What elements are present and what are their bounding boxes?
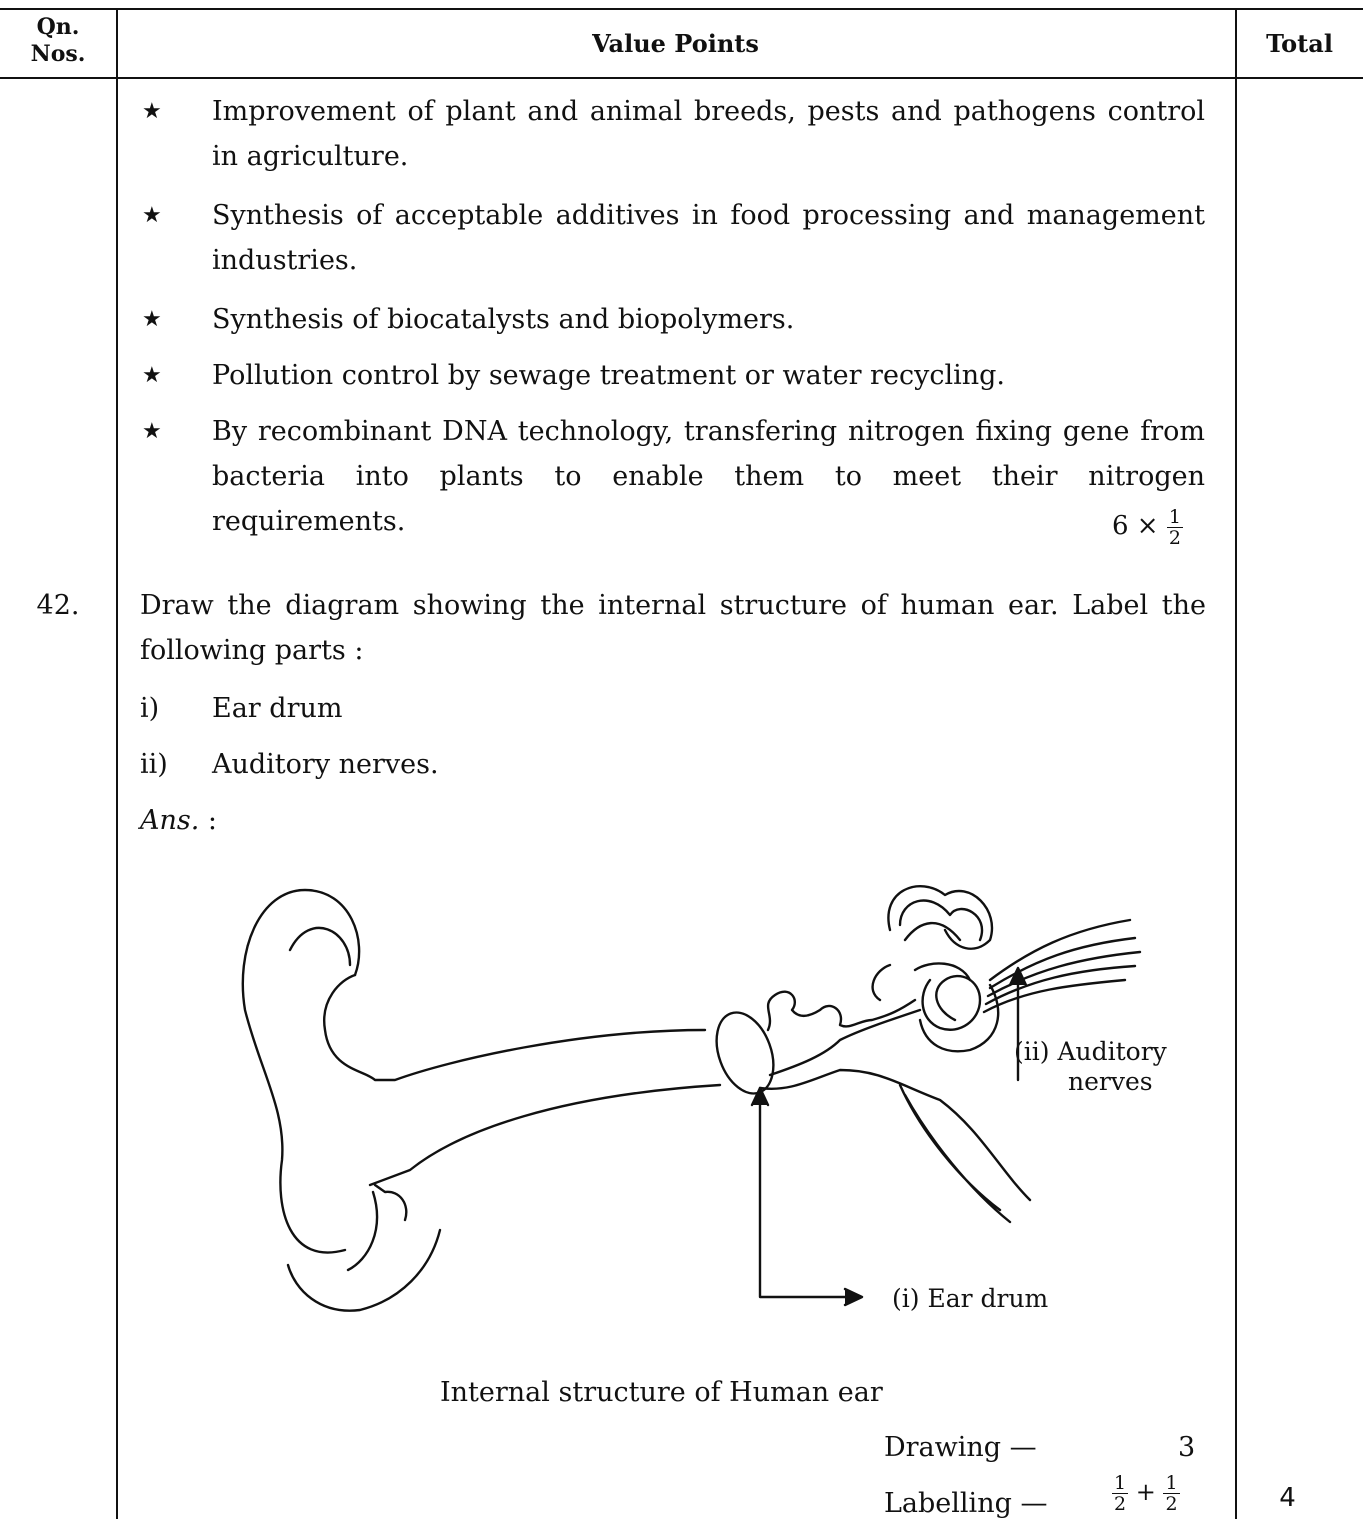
cochlea-outline bbox=[920, 985, 998, 1051]
auditory-nerves bbox=[984, 920, 1140, 1012]
bullet-star-3: ★ bbox=[142, 297, 162, 342]
bullet-text-4: Pollution control by sewage treatment or… bbox=[212, 353, 1205, 398]
bullet-text-2: Synthesis of acceptable additives in foo… bbox=[212, 193, 1205, 283]
scoring-labelling-value: 1 2 + 1 2 bbox=[1112, 1470, 1180, 1514]
fraction-numerator: 1 bbox=[1163, 1473, 1179, 1494]
middle-ear-floor bbox=[760, 1070, 1030, 1200]
pinna-lower bbox=[348, 1185, 406, 1270]
pinna-fold bbox=[290, 928, 350, 965]
header-qn-nos: Qn. Nos. bbox=[0, 14, 116, 68]
part-text-1: Ear drum bbox=[212, 686, 342, 731]
fraction-denominator: 2 bbox=[1163, 1494, 1179, 1514]
table-top-border bbox=[0, 8, 1363, 10]
pinna-outer bbox=[243, 890, 359, 1253]
ossicles bbox=[768, 992, 915, 1030]
ear-drum bbox=[706, 1005, 784, 1102]
eardrum-arrow-head-right bbox=[845, 1289, 862, 1305]
bullet-star-4: ★ bbox=[142, 353, 162, 398]
part-num-2: ii) bbox=[140, 742, 168, 787]
bullet-text-3: Synthesis of biocatalysts and biopolymer… bbox=[212, 297, 1205, 342]
bullet-marks: 6 × 1 2 bbox=[1112, 506, 1183, 548]
fraction-numerator: 1 bbox=[1112, 1473, 1128, 1494]
cochlea-spiral bbox=[923, 976, 980, 1030]
bullet-marks-fraction: 1 2 bbox=[1167, 507, 1183, 548]
fraction-denominator: 2 bbox=[1112, 1494, 1128, 1514]
table-header-border bbox=[0, 77, 1363, 79]
eardrum-arrow-head-up bbox=[752, 1088, 768, 1105]
col-divider-1 bbox=[116, 8, 118, 1519]
bullet-star-2: ★ bbox=[142, 193, 162, 238]
labelling-fraction-2: 1 2 bbox=[1163, 1473, 1179, 1514]
bullet-star-5: ★ bbox=[142, 409, 162, 454]
ear-canal-lower bbox=[370, 1085, 720, 1185]
header-total: Total bbox=[1236, 29, 1363, 58]
eardrum-arrow-line bbox=[760, 1090, 860, 1297]
human-ear-diagram bbox=[200, 870, 1160, 1330]
scoring-drawing-label: Drawing — bbox=[884, 1425, 1037, 1470]
part-num-1: i) bbox=[140, 686, 159, 731]
ans-word: Ans. bbox=[140, 805, 199, 836]
header-qn-line2: Nos. bbox=[0, 41, 116, 68]
bullet-text-5: By recombinant DNA technology, transferi… bbox=[212, 409, 1205, 544]
bullet-star-1: ★ bbox=[142, 89, 162, 134]
labelling-fraction-1: 1 2 bbox=[1112, 1473, 1128, 1514]
bullet-marks-prefix: 6 × bbox=[1112, 511, 1159, 541]
total-value: 4 bbox=[1236, 1480, 1339, 1516]
diagram-caption: Internal structure of Human ear bbox=[440, 1370, 883, 1415]
pinna-inner-curve bbox=[288, 1230, 440, 1311]
label-auditory-line1: (ii) Auditory bbox=[1014, 1037, 1167, 1067]
ear-canal-upper bbox=[324, 975, 705, 1080]
label-ear-drum: (i) Ear drum bbox=[892, 1284, 1048, 1314]
question-number: 42. bbox=[0, 583, 116, 628]
fraction-numerator: 1 bbox=[1167, 507, 1183, 528]
ossicles-lower bbox=[770, 1010, 920, 1075]
header-qn-line1: Qn. bbox=[0, 14, 116, 41]
ans-label: Ans. : bbox=[140, 798, 217, 843]
part-text-2: Auditory nerves. bbox=[212, 742, 439, 787]
ans-colon: : bbox=[208, 805, 217, 836]
header-value-points: Value Points bbox=[116, 29, 1235, 58]
question-text: Draw the diagram showing the internal st… bbox=[140, 583, 1206, 673]
label-auditory-nerves: (ii) Auditory nerves bbox=[1014, 1037, 1167, 1097]
bullet-text-1: Improvement of plant and animal breeds, … bbox=[212, 89, 1205, 179]
fraction-denominator: 2 bbox=[1167, 528, 1183, 548]
scoring-drawing-value: 3 bbox=[1178, 1425, 1195, 1470]
scoring-labelling-label: Labelling — bbox=[884, 1481, 1047, 1526]
eustachian-tube bbox=[900, 1085, 1010, 1222]
col-divider-2 bbox=[1235, 8, 1237, 1519]
label-auditory-line2: nerves bbox=[1014, 1067, 1167, 1097]
labelling-plus: + bbox=[1136, 1478, 1156, 1506]
